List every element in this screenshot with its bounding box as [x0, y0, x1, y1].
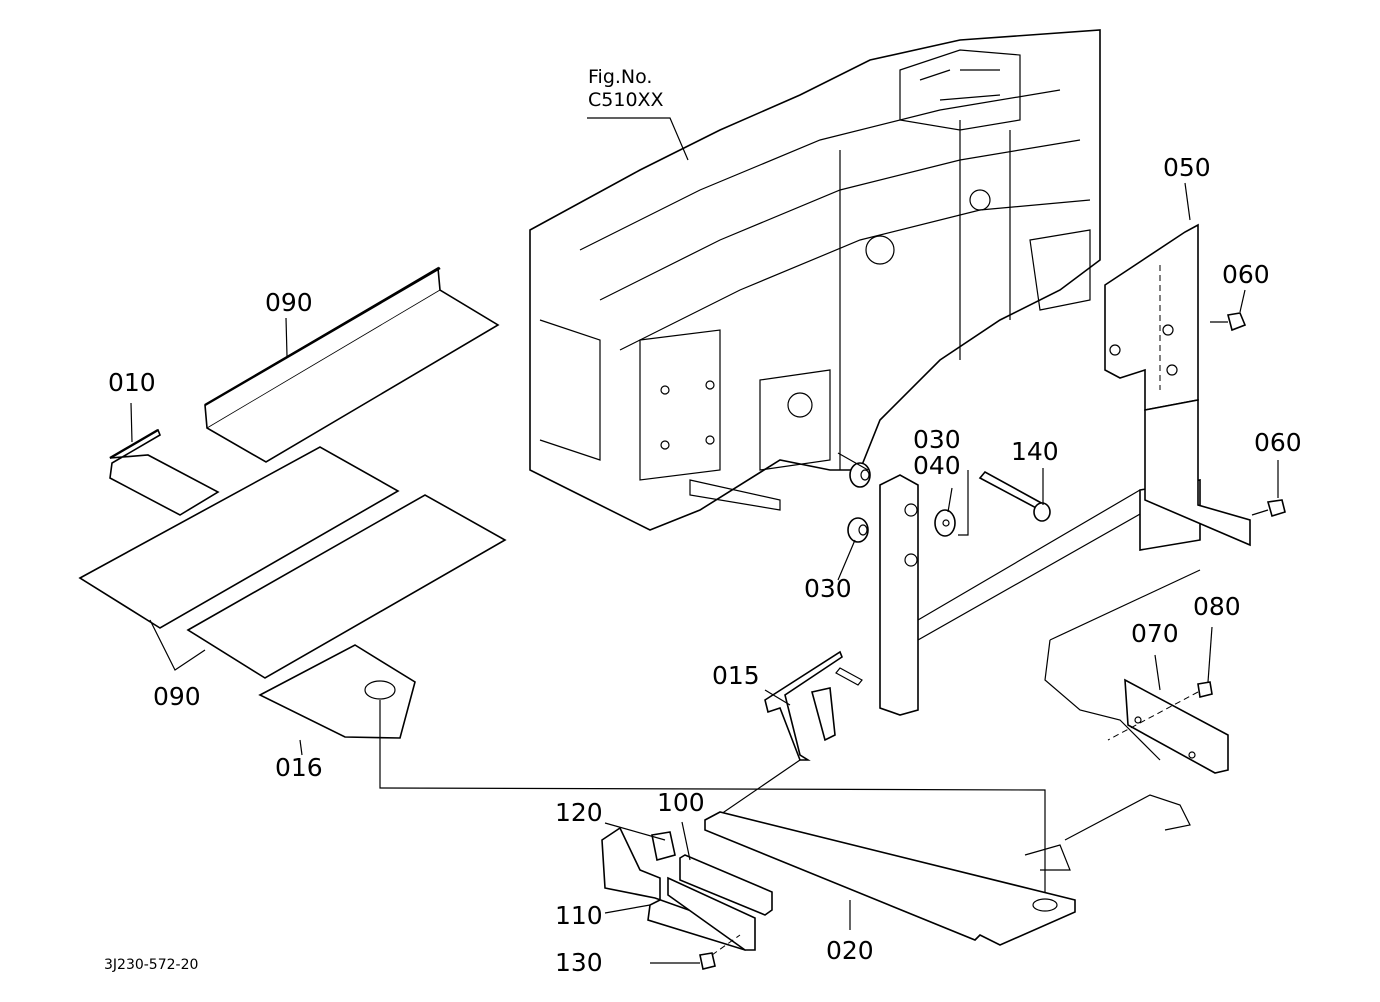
spacer-030-lower — [847, 517, 869, 543]
bolt-130 — [650, 934, 741, 970]
part-label-016: 016 — [275, 753, 323, 782]
part-label-130: 130 — [555, 948, 603, 977]
part-label-090-top: 090 — [265, 288, 313, 317]
part-label-010: 010 — [108, 368, 156, 397]
part-label-060-lower: 060 — [1254, 428, 1302, 457]
figure-reference-line1: Fig.No. — [588, 66, 653, 88]
frame-020 — [704, 569, 1201, 946]
plate-016 — [258, 644, 416, 739]
floor-mat-090-top — [204, 266, 500, 463]
washer-040 — [934, 509, 956, 537]
frame-post — [879, 474, 1201, 716]
part-label-090-bottom: 090 — [153, 682, 201, 711]
fig-ref-leader — [587, 117, 689, 161]
reference-line — [379, 700, 1046, 900]
bolt-060-lower — [1251, 499, 1286, 518]
figure-reference: Fig.No. C510XX — [588, 66, 664, 112]
cap-120 — [651, 831, 676, 862]
part-label-040: 040 — [913, 451, 961, 480]
part-label-070: 070 — [1131, 619, 1179, 648]
floor-mat-090-lower — [78, 446, 507, 679]
leader-lines — [130, 182, 1279, 930]
transmission-assembly — [529, 29, 1101, 531]
figure-reference-line2: C510XX — [588, 88, 664, 111]
part-label-060-upper: 060 — [1222, 260, 1270, 289]
cover-070 — [1124, 678, 1229, 774]
bolt-080 — [1107, 681, 1213, 741]
part-label-110: 110 — [555, 901, 603, 930]
part-label-015: 015 — [712, 661, 760, 690]
bracket-050 — [1104, 223, 1251, 547]
floor-mat-010 — [109, 428, 220, 516]
bolt-060-upper — [1210, 312, 1247, 332]
part-label-030-upper: 030 — [913, 425, 961, 454]
spacer-030-upper — [849, 462, 871, 488]
bracket-015 — [704, 650, 863, 826]
part-label-100: 100 — [657, 788, 705, 817]
part-label-120: 120 — [555, 798, 603, 827]
bracket-100 — [667, 854, 773, 951]
part-label-020: 020 — [826, 936, 874, 965]
part-label-140: 140 — [1011, 437, 1059, 466]
drawing-code: 3J230-572-20 — [104, 957, 199, 973]
part-label-050: 050 — [1163, 153, 1211, 182]
part-label-030-lower: 030 — [804, 574, 852, 603]
bolt-140 — [958, 470, 1051, 536]
part-label-080: 080 — [1193, 592, 1241, 621]
